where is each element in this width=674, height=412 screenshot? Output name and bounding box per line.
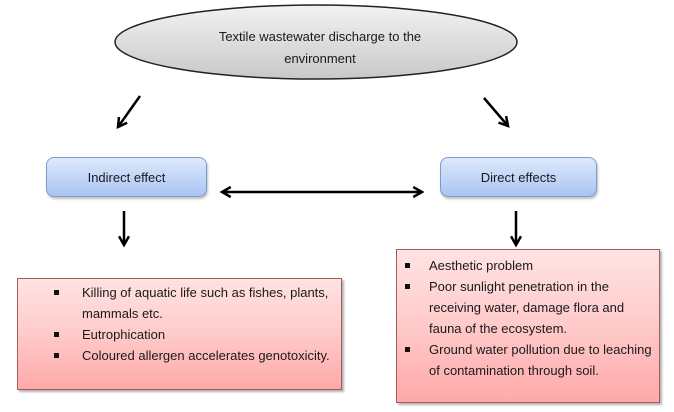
bullet-icon: [405, 347, 410, 352]
arrow-root-to-indirect: [116, 95, 142, 130]
arrow-root-to-direct: [483, 97, 510, 128]
root-label-line-2: environment: [284, 51, 356, 66]
indirect-effects-list-box: Killing of aquatic life such as fishes, …: [17, 278, 342, 390]
root-label-line-1: Textile wastewater discharge to the: [218, 29, 422, 44]
bullet-icon: [54, 290, 59, 295]
direct-effects-node: Direct effects: [440, 157, 597, 197]
root-ellipse: [114, 4, 518, 80]
bullet-icon: [54, 332, 59, 337]
list-item: Coloured allergen accelerates genotoxici…: [18, 345, 341, 366]
bullet-icon: [405, 263, 410, 268]
indirect-effect-node: Indirect effect: [46, 157, 207, 197]
direct-effects-list-box: Aesthetic problem Poor sunlight penetrat…: [396, 249, 660, 403]
direct-effects-list: Aesthetic problem Poor sunlight penetrat…: [397, 250, 659, 381]
direct-effects-label: Direct effects: [480, 169, 557, 185]
bullet-icon: [405, 284, 410, 289]
root-node-label: Textile wastewater discharge to the envi…: [160, 26, 480, 70]
indirect-effects-list: Killing of aquatic life such as fishes, …: [18, 279, 341, 366]
list-item: Ground water pollution due to leaching o…: [397, 339, 659, 381]
list-item: Aesthetic problem: [397, 255, 659, 276]
list-item: Killing of aquatic life such as fishes, …: [18, 282, 341, 324]
list-item: Eutrophication: [18, 324, 341, 345]
indirect-effect-label: Indirect effect: [87, 169, 166, 185]
list-item: Poor sunlight penetration in the receivi…: [397, 276, 659, 339]
bullet-icon: [54, 353, 59, 358]
